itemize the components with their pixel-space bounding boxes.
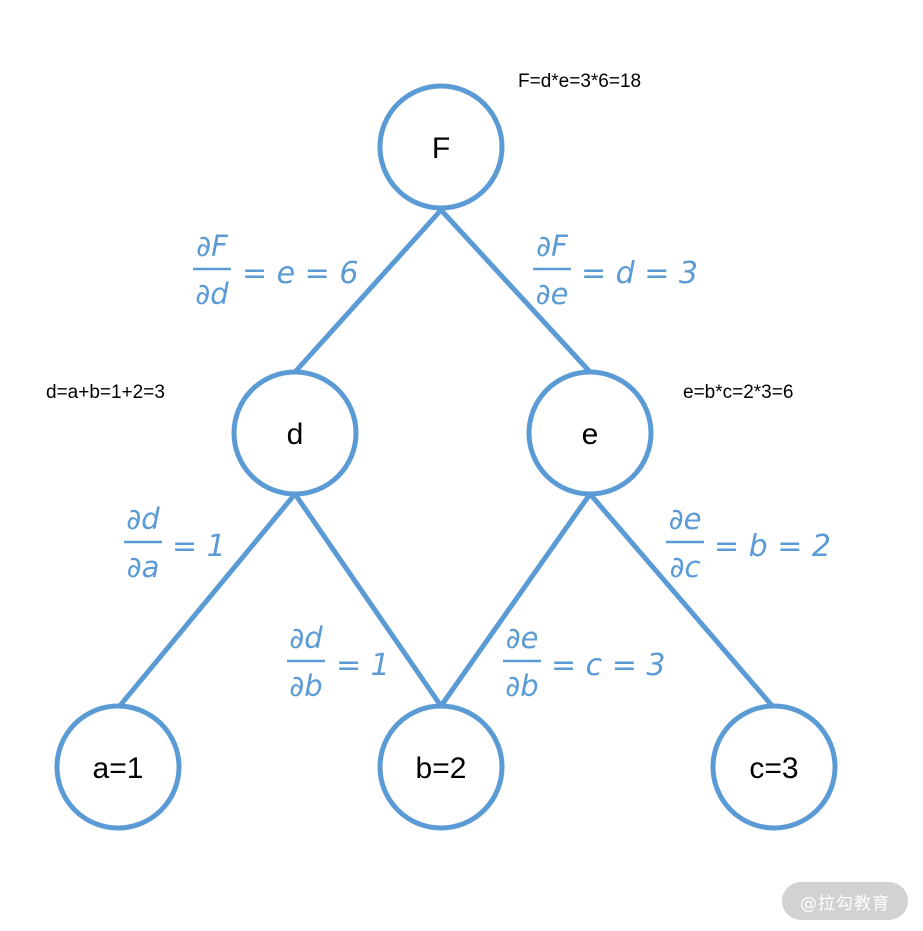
derivative-e-b: ∂e ∂b = c = 3: [503, 621, 665, 703]
derivative-F-e: ∂F ∂e = d = 3: [533, 229, 698, 311]
derivative-d-b-numerator: ∂d: [289, 621, 323, 655]
derivative-d-b-value: = 1: [336, 648, 390, 683]
node-label-d: d: [287, 418, 304, 451]
edge-F-e: [438, 207, 593, 375]
derivative-F-d-numerator: ∂F: [196, 229, 229, 263]
watermark-badge: @拉勾教育: [782, 882, 908, 920]
derivative-F-d-value: = e = 6: [242, 256, 358, 291]
edge-F-d: [292, 207, 444, 375]
derivative-e-b-denominator: ∂b: [505, 669, 538, 703]
derivative-F-e-denominator: ∂e: [536, 277, 569, 311]
derivative-e-c-denominator: ∂c: [670, 550, 701, 584]
derivative-F-e-value: = d = 3: [581, 256, 698, 291]
node-e: [526, 369, 654, 497]
notes: F=d*e=3*6=18 d=a+b=1+2=3 e=b*c=2*3=6: [46, 71, 793, 403]
edge-e-c: [587, 491, 777, 711]
node-d: [231, 369, 359, 497]
node-label-c: c=3: [749, 752, 798, 785]
derivative-F-d-denominator: ∂d: [195, 277, 229, 311]
node-label-a: a=1: [93, 752, 144, 785]
node-b: [377, 703, 505, 831]
edge-e-b: [438, 491, 593, 709]
node-F: [377, 83, 505, 211]
edge-d-b: [292, 491, 444, 709]
note-F: F=d*e=3*6=18: [518, 71, 641, 92]
derivative-d-a-denominator: ∂a: [127, 550, 160, 584]
node-label-F: F: [432, 132, 450, 165]
node-label-e: e: [582, 418, 599, 451]
node-a: [54, 703, 182, 831]
derivative-e-b-value: = c = 3: [551, 648, 665, 683]
node-labels: F d e a=1 b=2 c=3: [93, 132, 799, 785]
derivative-e-c-value: = b = 2: [714, 529, 831, 564]
derivative-d-a-value: = 1: [172, 529, 226, 564]
derivative-d-a-numerator: ∂d: [126, 502, 160, 536]
node-c: [710, 703, 838, 831]
derivative-d-b: ∂d ∂b = 1: [287, 621, 390, 703]
note-d: d=a+b=1+2=3: [46, 382, 165, 403]
note-e: e=b*c=2*3=6: [683, 382, 793, 403]
derivative-d-a: ∂d ∂a = 1: [124, 502, 226, 584]
derivative-e-c-numerator: ∂e: [669, 502, 702, 536]
derivative-F-d: ∂F ∂d = e = 6: [193, 229, 358, 311]
nodes: [54, 83, 838, 831]
derivative-e-c: ∂e ∂c = b = 2: [666, 502, 831, 584]
derivative-F-e-numerator: ∂F: [536, 229, 569, 263]
edges: [115, 207, 777, 711]
derivative-e-b-numerator: ∂e: [506, 621, 539, 655]
derivative-d-b-denominator: ∂b: [289, 669, 322, 703]
edge-d-a: [115, 491, 298, 711]
node-label-b: b=2: [416, 752, 467, 785]
